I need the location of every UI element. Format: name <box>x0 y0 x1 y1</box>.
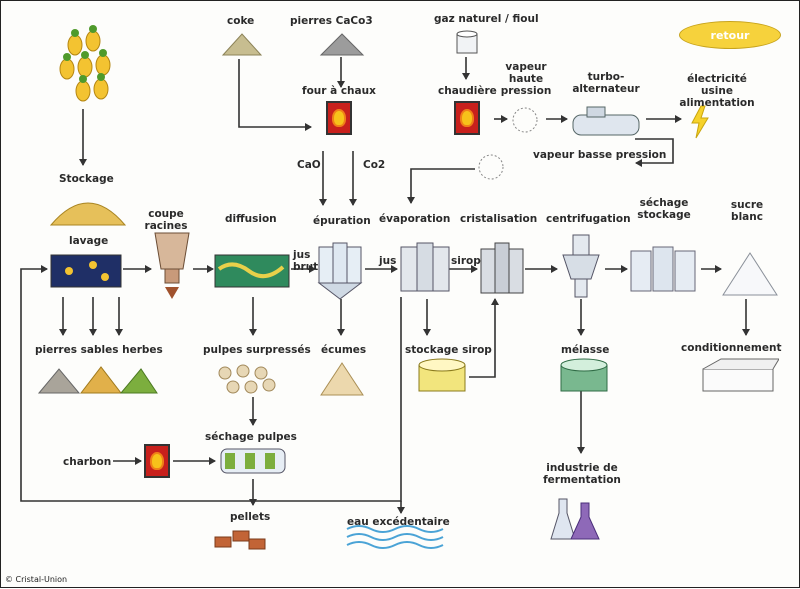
diffuser-icon <box>214 254 290 288</box>
lightning-icon <box>691 105 709 139</box>
packaging-icon <box>702 358 779 392</box>
purification-tanks-icon <box>317 242 363 300</box>
label-pellets: pellets <box>230 511 271 523</box>
return-button[interactable]: retour <box>679 21 781 49</box>
label-industrie-fermentation: industrie de fermentation <box>543 462 621 486</box>
white-sugar-pile-icon <box>722 252 778 296</box>
label-chaudiere: chaudière <box>438 85 497 97</box>
label-sucre-blanc: sucre blanc <box>730 199 764 223</box>
label-coupe-racines: coupe racines <box>144 208 188 232</box>
label-jus: jus <box>379 255 397 267</box>
pulp-dryer-icon <box>220 448 286 474</box>
label-conditionnement: conditionnement <box>681 342 782 354</box>
label-vapeur-basse: vapeur basse pression <box>533 149 667 161</box>
turbo-alternator-icon <box>572 106 640 136</box>
label-four-a-chaux: four à chaux <box>302 85 376 97</box>
evaporator-icon <box>400 242 450 292</box>
molasses-tank-icon <box>560 358 608 392</box>
lime-kiln-fire-icon <box>326 101 352 135</box>
label-coke: coke <box>227 15 255 27</box>
label-co2: Co2 <box>363 159 386 171</box>
label-lavage: lavage <box>69 235 109 247</box>
credit: © Cristal-Union <box>5 575 68 584</box>
label-electricite: électricité usine alimentation <box>679 73 755 109</box>
pellets-icon <box>214 530 266 550</box>
steam-high-icon <box>512 107 538 133</box>
centrifuge-icon <box>562 234 600 298</box>
fermentation-flasks-icon <box>550 498 600 540</box>
label-ecumes: écumes <box>321 344 367 356</box>
label-pulpes-surpressees: pulpes surpressés <box>203 344 311 356</box>
root-cutter-icon <box>154 232 190 299</box>
label-centrifugation: centrifugation <box>546 213 631 225</box>
surplus-water-icon <box>346 525 444 549</box>
label-melasse: mélasse <box>561 344 610 356</box>
steam-low-icon <box>478 154 504 180</box>
label-sechage-stockage: séchage stockage <box>637 197 691 221</box>
sugar-beets-icon <box>59 25 111 102</box>
scum-pile-icon <box>320 362 364 396</box>
label-cao: CaO <box>297 159 321 171</box>
beet-storage-pile-icon <box>49 202 127 226</box>
limestone-pile-icon <box>319 33 365 56</box>
coke-pile-icon <box>221 33 263 56</box>
label-vapeur-haute: vapeur haute pression <box>500 61 552 97</box>
label-charbon: charbon <box>63 456 112 468</box>
pulp-dryer-fire-icon <box>144 444 170 478</box>
label-evaporation: évaporation <box>379 213 451 225</box>
boiler-fire-icon <box>454 101 480 135</box>
label-stockage: Stockage <box>59 173 114 185</box>
label-cristalisation: cristalisation <box>460 213 538 225</box>
stones-sand-grass-piles-icon <box>37 366 158 394</box>
label-sirop: sirop <box>451 255 481 267</box>
label-jus-brut: jus brut <box>293 249 319 273</box>
label-sechage-pulpes: séchage pulpes <box>205 431 297 443</box>
label-gaz: gaz naturel / fioul <box>434 13 539 25</box>
label-pierres-caco3: pierres CaCo3 <box>290 15 373 27</box>
label-turbo: turbo- alternateur <box>572 71 640 95</box>
dryer-storage-icon <box>630 246 696 292</box>
label-diffusion: diffusion <box>225 213 277 225</box>
label-eau-excedentaire: eau excédentaire <box>347 516 450 528</box>
label-stockage-sirop: stockage sirop <box>405 344 492 356</box>
label-pierres-sables: pierres sables herbes <box>35 344 163 356</box>
crystallizer-icon <box>480 242 524 294</box>
syrup-tank-icon <box>418 358 466 392</box>
washer-icon <box>50 254 122 288</box>
pressed-pulp-icon <box>218 364 276 394</box>
label-epuration: épuration <box>313 215 371 227</box>
gas-tank-icon <box>456 30 478 54</box>
